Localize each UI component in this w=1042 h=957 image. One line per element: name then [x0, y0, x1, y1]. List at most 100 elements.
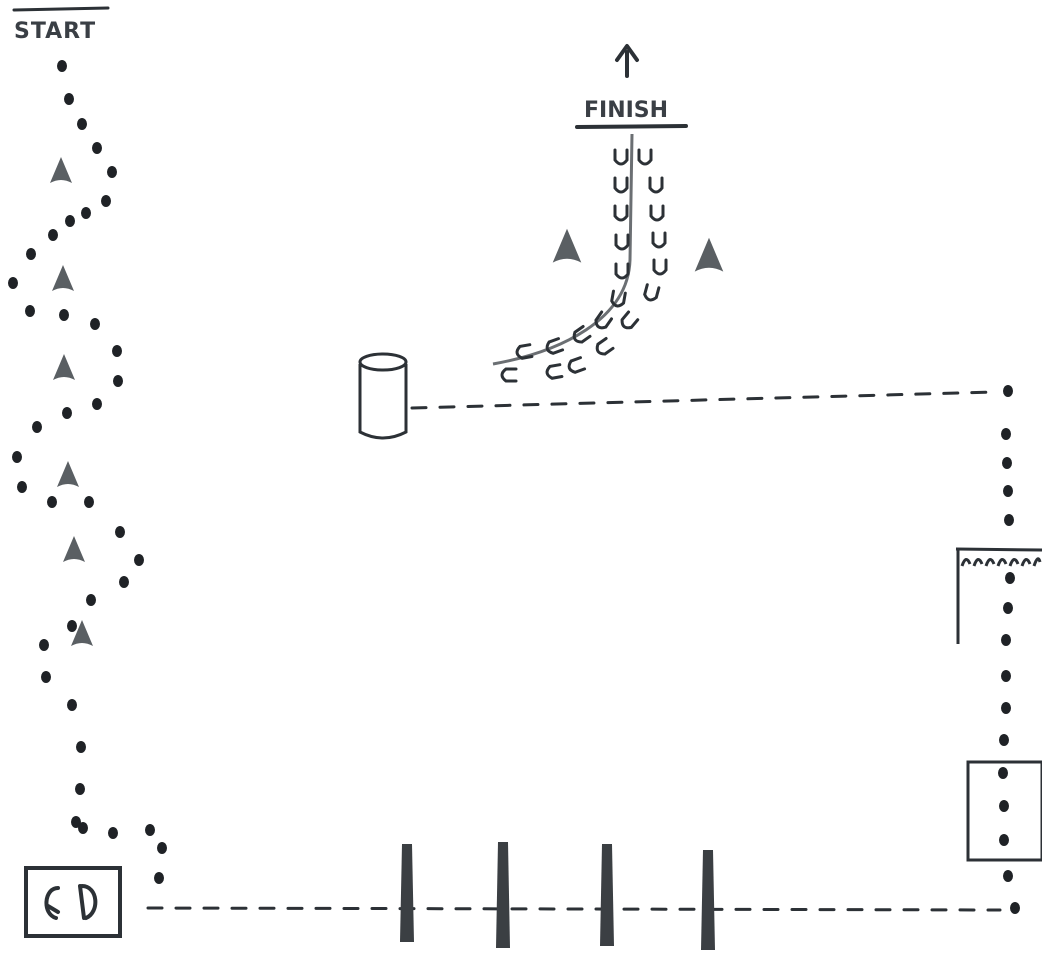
cone-group — [50, 157, 93, 646]
hoof-print-icon — [613, 148, 629, 166]
hoof-print-icon — [620, 310, 640, 330]
path-dot — [67, 620, 77, 632]
hoof-print-icon — [500, 367, 518, 383]
path-dot — [12, 451, 22, 463]
finish-marker: FINISH — [575, 44, 688, 129]
path-dot — [65, 215, 75, 227]
box-icon — [966, 760, 1042, 862]
path-dot — [39, 639, 49, 651]
cone-icon — [552, 228, 582, 263]
path-dot — [1002, 457, 1012, 469]
cone-icon — [694, 237, 724, 272]
path-dot — [108, 827, 118, 839]
path-dot — [77, 118, 87, 130]
path-dot — [157, 842, 167, 854]
path-dot — [101, 195, 111, 207]
path-dot — [1001, 428, 1011, 440]
path-dot — [78, 822, 88, 834]
hoof-print-icon — [614, 262, 630, 280]
finish-line — [575, 124, 688, 129]
pole-icon — [496, 842, 510, 948]
path-dot — [48, 229, 58, 241]
path-dot — [71, 816, 81, 828]
cone-icon — [71, 620, 93, 646]
path-dot — [1003, 485, 1013, 497]
hoof-print-icon — [648, 176, 664, 194]
path-dot — [17, 481, 27, 493]
cone-icon — [63, 536, 85, 562]
hoof-print-icon — [652, 258, 668, 276]
path-dot — [1010, 902, 1020, 914]
path-dot — [115, 526, 125, 538]
pole-icon — [701, 850, 715, 950]
hoof-print-icon — [572, 324, 592, 344]
hoof-print-icon — [567, 356, 587, 374]
right-dotted-path — [998, 385, 1020, 914]
path-dot — [57, 60, 67, 72]
finish-label: FINISH — [584, 98, 668, 123]
path-dot — [134, 554, 144, 566]
hoof-print-icon — [595, 336, 615, 356]
hoof-print-icon — [545, 363, 564, 380]
pole-icon — [400, 844, 414, 942]
start-line — [12, 6, 110, 12]
path-dot — [84, 496, 94, 508]
path-dot — [86, 594, 96, 606]
path-dot — [145, 824, 155, 836]
path-dot — [107, 166, 117, 178]
hoof-print-icon — [651, 231, 667, 249]
turn-around-box-icon — [24, 866, 122, 938]
path-dot — [999, 834, 1009, 846]
path-dot — [92, 398, 102, 410]
hoof-print-icon — [613, 176, 629, 194]
path-dot — [64, 93, 74, 105]
hoof-print-icon — [515, 343, 534, 360]
path-dot — [59, 309, 69, 321]
path-dot — [76, 741, 86, 753]
pole-group — [400, 842, 715, 950]
path-dot — [41, 671, 51, 683]
cone-icon — [50, 157, 72, 183]
dashed-path — [146, 390, 1002, 912]
hoof-print-trail — [492, 133, 668, 383]
path-dot — [81, 207, 91, 219]
pole-icon — [600, 844, 614, 946]
hoof-print-icon — [610, 289, 627, 308]
gate-icon — [955, 547, 1042, 644]
path-dot — [26, 248, 36, 260]
hoof-print-icon — [500, 148, 668, 383]
cone-icon — [53, 354, 75, 380]
path-dot — [112, 345, 122, 357]
hoof-print-icon — [649, 204, 665, 222]
cone-icon — [57, 461, 79, 487]
path-dot — [1003, 602, 1013, 614]
path-dot — [1003, 870, 1013, 882]
hoof-print-icon — [614, 233, 630, 251]
path-dot — [1003, 385, 1013, 397]
hoof-print-icon — [594, 310, 614, 330]
path-dot — [32, 421, 42, 433]
weave-path — [8, 60, 167, 884]
path-dot — [1001, 702, 1011, 714]
barrel-icon — [358, 352, 408, 440]
hoof-print-icon — [643, 283, 661, 302]
path-dot — [154, 872, 164, 884]
path-dot — [47, 496, 57, 508]
path-dot — [1001, 670, 1011, 682]
path-dot — [75, 783, 85, 795]
start-label: START — [14, 19, 96, 44]
path-dot — [1001, 634, 1011, 646]
path-dot — [999, 800, 1009, 812]
cone-icon — [52, 265, 74, 291]
arrow-up-icon — [615, 44, 639, 78]
path-dot — [999, 734, 1009, 746]
hoof-print-icon — [545, 337, 565, 355]
hoof-print-icon — [637, 148, 653, 166]
path-dot — [119, 576, 129, 588]
path-dot — [92, 142, 102, 154]
path-dot — [1005, 572, 1015, 584]
path-dot — [113, 375, 123, 387]
path-dot — [998, 767, 1008, 779]
start-marker: START — [12, 6, 110, 44]
